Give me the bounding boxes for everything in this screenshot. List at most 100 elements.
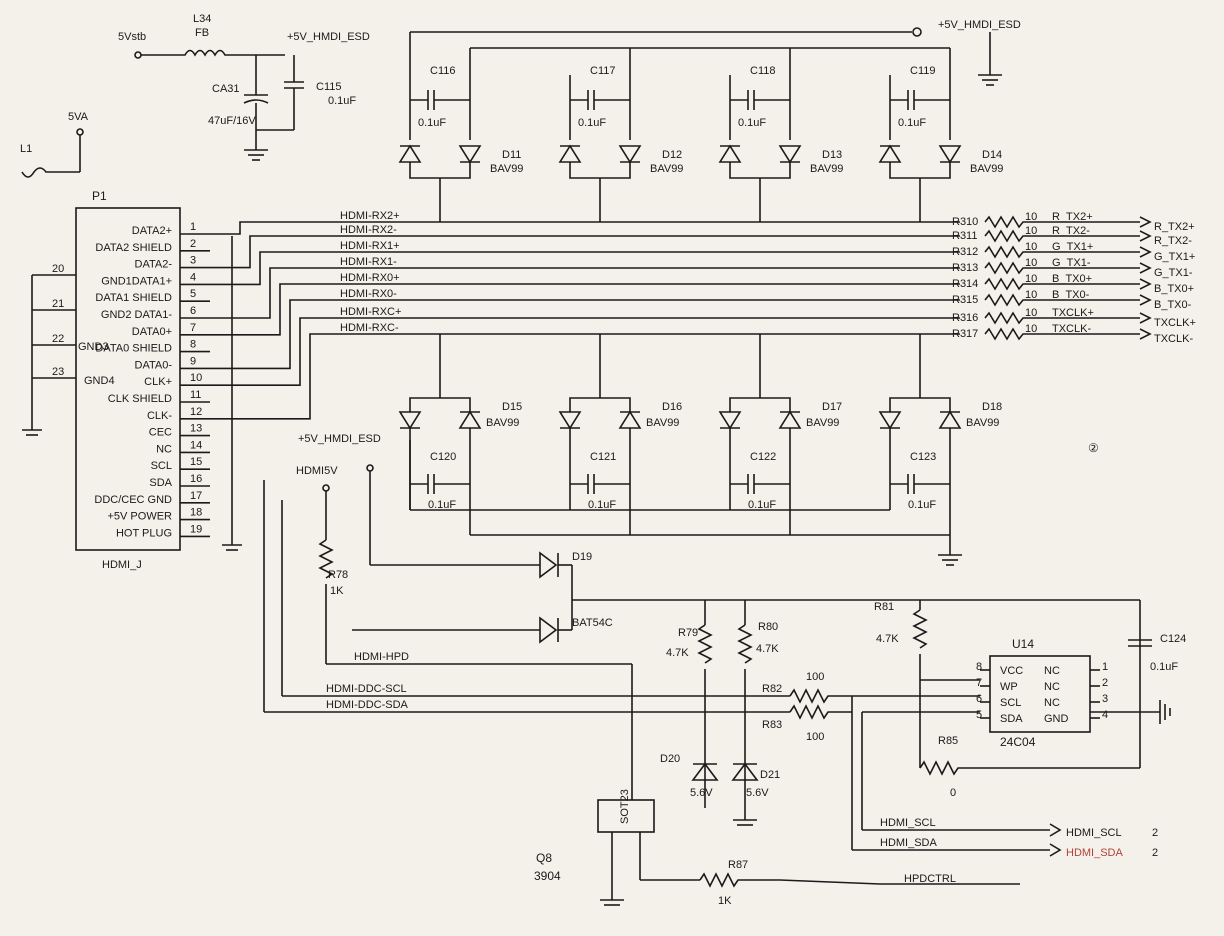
bottom-diode-part: BAV99 (966, 417, 999, 429)
eeprom-pin-label: NC (1044, 697, 1060, 709)
l1-inductor (21, 167, 80, 178)
eeprom-pin-number: 5 (976, 709, 982, 721)
q8-part: 3904 (534, 869, 561, 883)
connector-pin-label: CLK+ (144, 376, 172, 388)
bottom-diode-ref: D16 (662, 401, 682, 413)
series-res-net: TXCLK+ (1052, 307, 1094, 319)
r78-value: 1K (330, 585, 344, 597)
series-res-value: 10 (1025, 307, 1037, 319)
connector-pin-label: DATA0 SHIELD (95, 343, 172, 355)
connector-pin-number: 6 (190, 305, 196, 317)
net-label: HDMI-RX1- (340, 256, 397, 268)
output-port (1139, 278, 1152, 290)
sda-port-pin: 2 (1152, 847, 1158, 859)
series-resistor (984, 229, 1140, 243)
output-port-label: TXCLK- (1154, 333, 1193, 345)
d20-label: D20 (660, 753, 680, 765)
connector-pin-number: 2 (190, 238, 196, 250)
output-port (1139, 216, 1152, 228)
bottom-diode (618, 410, 642, 429)
r83-value: 100 (806, 731, 824, 743)
sda-port (1049, 843, 1062, 857)
connector-pin-label: DATA0- (135, 359, 173, 371)
top-cap-value: 0.1uF (738, 117, 766, 129)
bottom-diode (558, 411, 582, 430)
series-resistor (984, 311, 1140, 325)
eeprom-pin-number: 2 (1102, 677, 1108, 689)
top-cap-value: 0.1uF (578, 117, 606, 129)
top-diode (938, 145, 962, 164)
r79-resistor (697, 624, 713, 664)
top-diode (878, 144, 902, 163)
r85-resistor (919, 760, 1140, 776)
connector-pin-number: 1 (190, 221, 196, 233)
connector-pin-label: DATA2+ (132, 225, 172, 237)
r78-label: R78 (328, 569, 348, 581)
d19-diode (539, 551, 558, 579)
series-res-ref: R311 (952, 230, 977, 242)
net-label: HDMI-RXC+ (340, 306, 401, 318)
net-wire (210, 235, 960, 269)
output-port (1139, 328, 1152, 340)
connector-pin-label: HOT PLUG (116, 527, 172, 539)
series-res-value: 10 (1025, 323, 1037, 335)
series-res-net: TXCLK- (1052, 323, 1091, 335)
r80-resistor (737, 624, 753, 664)
top-diode-ref: D14 (982, 149, 1002, 161)
r78-resistor (318, 539, 334, 579)
r82-value: 100 (806, 671, 824, 683)
esd-label-1: +5V_HMDI_ESD (287, 31, 370, 43)
l34-label: L34 (193, 13, 211, 25)
series-resistor (984, 245, 1140, 259)
l1-label: L1 (20, 143, 32, 155)
output-port-label: TXCLK+ (1154, 317, 1196, 329)
ca31-value: 47uF/16V (208, 115, 256, 127)
connector-pin-number: 10 (190, 372, 202, 384)
net-label: HDMI-RX0+ (340, 272, 400, 284)
net-label: HDMI-RX2- (340, 224, 397, 236)
bottom-cap-label: C122 (750, 451, 776, 463)
connector-pin-number: 3 (190, 255, 196, 267)
net-wire (210, 267, 960, 319)
r83-label: R83 (762, 719, 782, 731)
net-wire (210, 221, 960, 235)
eeprom-pin-number: 7 (976, 677, 982, 689)
series-res-value: 10 (1025, 241, 1037, 253)
net-label: HDMI-RXC- (340, 322, 399, 334)
connector-pin-label: SCL (151, 460, 172, 472)
bottom-cap-label: C120 (430, 451, 456, 463)
esd-label-2: +5V_HMDI_ESD (938, 19, 1021, 31)
connector-pin-number: 9 (190, 355, 196, 367)
series-res-ref: R317 (952, 328, 978, 340)
series-res-ref: R315 (952, 294, 978, 306)
eeprom-pin-label: WP (1000, 681, 1018, 693)
top-diode-part: BAV99 (650, 163, 683, 175)
connector-pin-label: GND2 DATA1- (101, 309, 172, 321)
bottom-diode (398, 411, 422, 430)
r87-resistor (699, 872, 780, 888)
eeprom-pin-label: SCL (1000, 697, 1021, 709)
scl-port-pin: 2 (1152, 827, 1158, 839)
bottom-cap-value: 0.1uF (588, 499, 616, 511)
top-diode (778, 145, 802, 164)
hpd-net: HDMI-HPD (354, 651, 409, 663)
connector-pin-number: 4 (190, 271, 196, 283)
bottom-diode-part: BAV99 (486, 417, 519, 429)
connector-pin-label: CLK- (147, 410, 172, 422)
top-diode (398, 144, 422, 163)
top-diode (558, 144, 582, 163)
scl-out-net: HDMI_SCL (880, 817, 936, 829)
c115-value: 0.1uF (328, 95, 356, 107)
r85-value: 0 (950, 787, 956, 799)
ca31-label: CA31 (212, 83, 240, 95)
hpdctrl-label: HPDCTRL (904, 873, 956, 885)
bottom-diode (718, 411, 742, 430)
output-port (1139, 312, 1152, 324)
gnd-pin-21: 21 (52, 298, 64, 310)
eeprom-pin-number: 8 (976, 661, 982, 673)
va-label: 5VA (68, 111, 89, 123)
gnd-pin-23: 23 (52, 366, 64, 378)
vstb-label: 5Vstb (118, 31, 146, 43)
top-diode-ref: D12 (662, 149, 682, 161)
